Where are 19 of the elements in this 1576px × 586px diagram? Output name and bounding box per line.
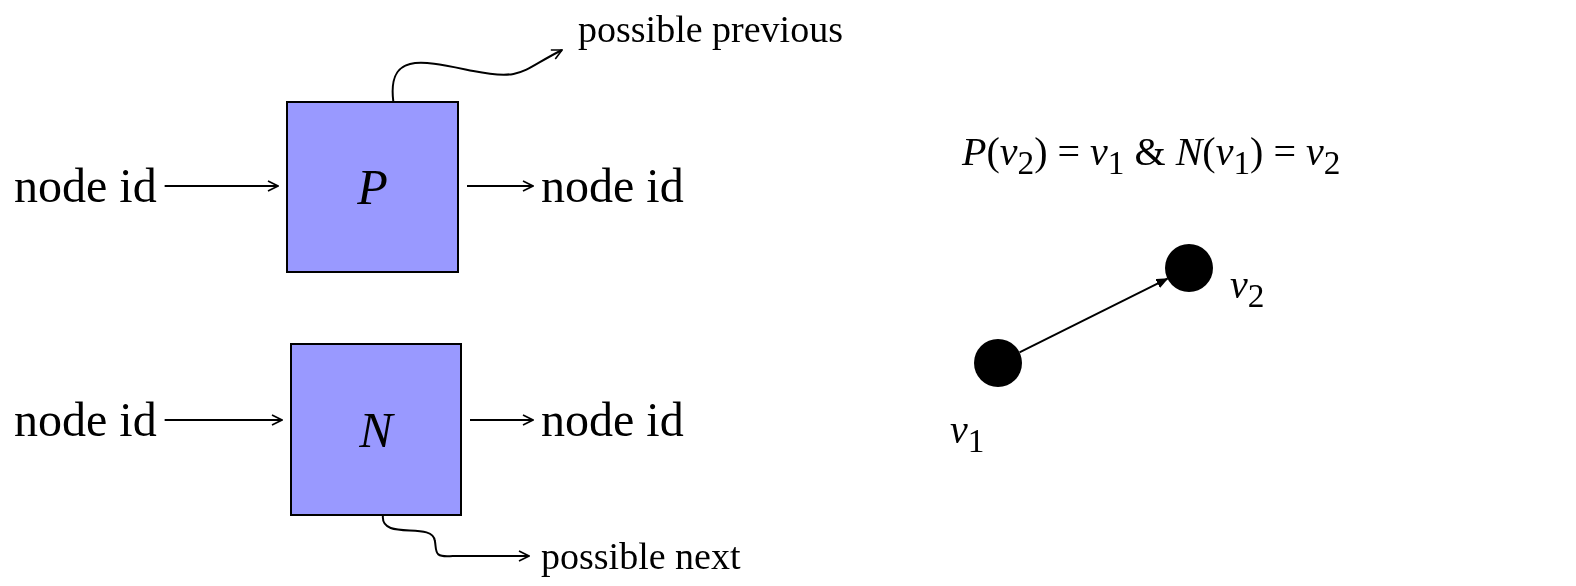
process-box: N xyxy=(290,343,462,516)
vertex-label: v$_{1}$ xyxy=(950,410,985,458)
vertex-dot xyxy=(974,339,1022,387)
vertex-dot xyxy=(1165,244,1213,292)
node-label: node id xyxy=(14,396,157,444)
arrow xyxy=(163,180,279,192)
formula: P(v$_{2}$) = v$_{1}$ & N(v$_{1}$) = v$_{2}$ xyxy=(962,132,1341,180)
node-label: possible previous xyxy=(578,10,843,48)
arrow xyxy=(163,414,283,426)
process-box: P xyxy=(286,101,459,273)
arrow xyxy=(466,180,534,192)
node-label: node id xyxy=(541,396,684,444)
node-label: possible next xyxy=(541,537,741,575)
arrow xyxy=(469,414,534,426)
node-label: node id xyxy=(541,162,684,210)
vertex-label: v$_{2}$ xyxy=(1230,265,1265,313)
arrow xyxy=(391,49,563,102)
arrow xyxy=(1018,277,1169,354)
node-label: node id xyxy=(14,162,157,210)
